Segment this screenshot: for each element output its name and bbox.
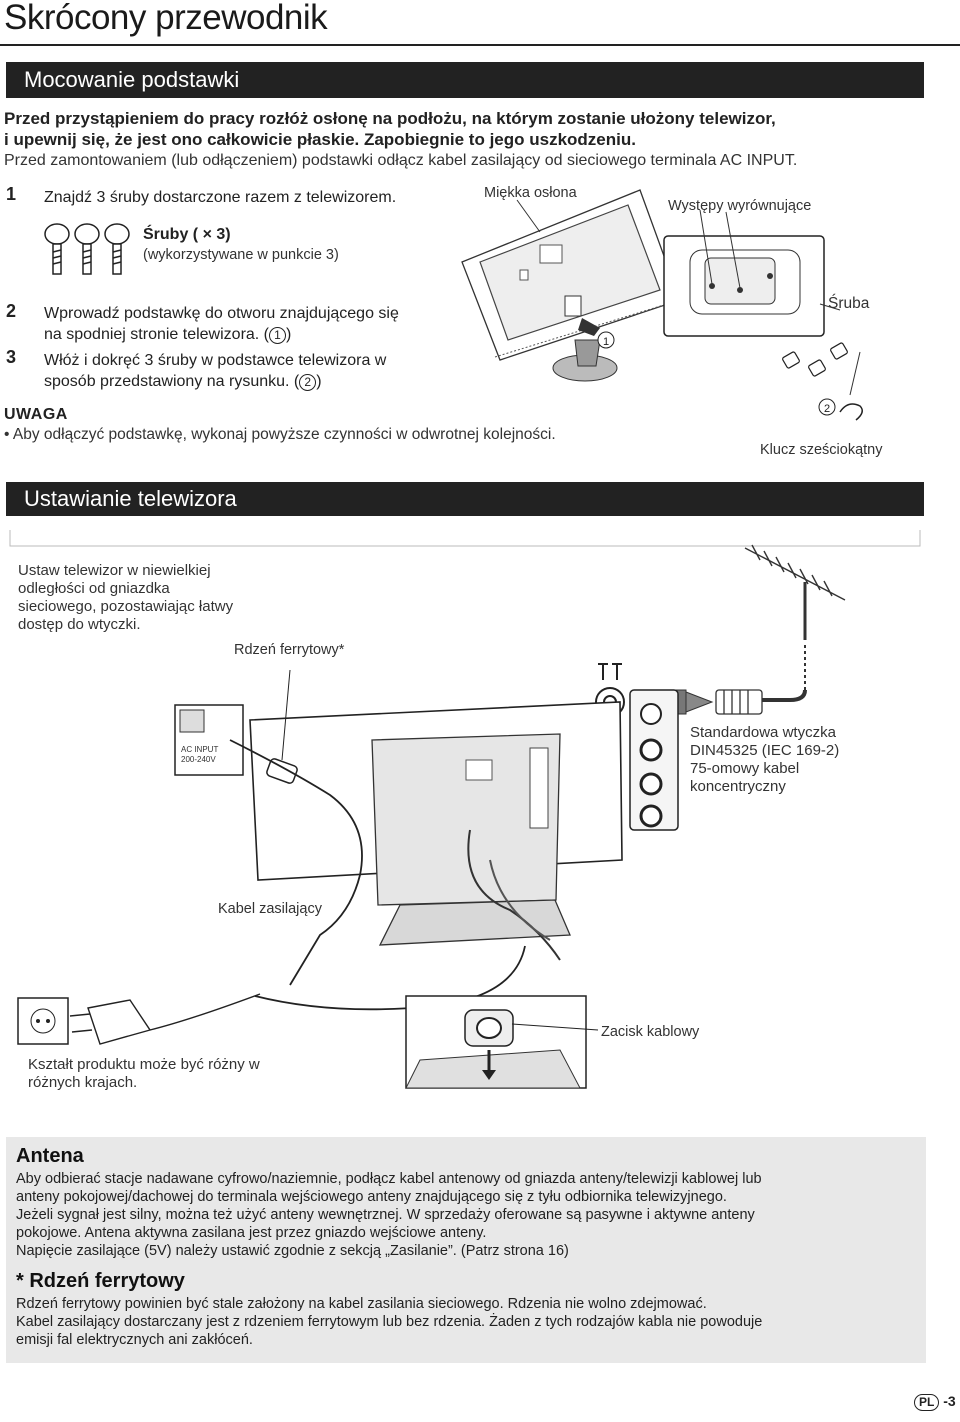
cable-clamp-zoom: [405, 995, 587, 1089]
callout-2-ref: 2: [299, 374, 317, 391]
screws-title: Śruby ( × 3): [143, 226, 231, 243]
note-text: • Aby odłączyć podstawkę, wykonaj powyżs…: [4, 426, 556, 443]
step-3-line-1: Włóż i dokręć 3 śruby w podstawce telewi…: [44, 352, 387, 369]
wall-socket-icon: [17, 997, 69, 1045]
callout-1: [597, 331, 615, 349]
label-hex-key: Klucz sześciokątny: [760, 442, 883, 458]
antenna-line-1: Aby odbierać stacje nadawane cyfrowo/naz…: [16, 1171, 762, 1187]
callout-1-text: 1: [603, 336, 609, 348]
section-heading-mount: Mocowanie podstawki: [6, 62, 924, 98]
section-heading-setup: Ustawianie telewizora: [6, 482, 924, 516]
step-3-number: 3: [6, 347, 17, 367]
note-heading: UWAGA: [4, 406, 68, 423]
antenna-icon: [744, 544, 846, 702]
screw-icon: [44, 223, 70, 275]
ferrite-line-2: Kabel zasilający dostarczany jest z rdze…: [16, 1314, 763, 1330]
antenna-heading: Antena: [16, 1145, 84, 1167]
placement-line-1: Ustaw telewizor w niewielkiej: [18, 562, 211, 579]
intro-bold-line-1: Przed przystąpieniem do pracy rozłóż osł…: [4, 109, 776, 128]
label-coax-plug-line-3: 75-omowy kabel: [690, 760, 800, 777]
antenna-symbol-icon: [595, 663, 625, 717]
antenna-line-4: pokojowe. Antena aktywna zasilana jest p…: [16, 1225, 487, 1241]
placement-line-4: dostęp do wtyczki.: [18, 616, 141, 633]
page-number-text: -3: [943, 1393, 956, 1409]
tv-back: [249, 701, 623, 881]
ac-input-label: AC INPUT: [181, 745, 218, 754]
callout-2-text: 2: [824, 403, 830, 415]
step-2-line-2-text: na spodniej stronie telewizora. (: [44, 326, 270, 343]
screw-icon: [104, 223, 130, 275]
language-badge: PL: [914, 1394, 940, 1411]
label-screw: Śruba: [828, 295, 870, 312]
screws-note: (wykorzystywane w punkcie 3): [143, 247, 339, 263]
label-power-cable: Kabel zasilający: [218, 901, 322, 917]
step-3-line-2: sposób przedstawiony na rysunku. (2): [44, 373, 322, 391]
placement-text: Ustaw telewizor w niewielkiej odległości…: [18, 562, 233, 634]
label-product-shape-line-2: różnych krajach.: [28, 1074, 138, 1091]
step-2-line-1: Wprowadź podstawkę do otworu znajdująceg…: [44, 305, 399, 322]
setup-frame: [9, 530, 921, 547]
step-1-text: Znajdź 3 śruby dostarczone razem z telew…: [44, 189, 397, 206]
ferrite-line-3: emisji fal elektrycznych ani zakłóceń.: [16, 1332, 253, 1348]
page-title: Skrócony przewodnik: [4, 0, 328, 37]
intro-bold: Przed przystąpieniem do pracy rozłóż osł…: [4, 108, 904, 150]
antenna-text: Aby odbierać stacje nadawane cyfrowo/naz…: [16, 1170, 916, 1260]
intro-bold-line-2: i upewnij się, że jest ono całkowicie pł…: [4, 130, 636, 149]
placement-line-2: odległości od gniazdka: [18, 580, 170, 597]
step-1-number: 1: [6, 184, 17, 204]
step-3-line-2-text: sposób przedstawiony na rysunku. (: [44, 373, 300, 390]
step-3-text: Włóż i dokręć 3 śruby w podstawce telewi…: [44, 350, 386, 392]
label-cable-clamp: Zacisk kablowy: [601, 1024, 700, 1040]
placement-line-3: sieciowego, pozostawiając łatwy: [18, 598, 234, 615]
ferrite-heading: * Rdzeń ferrytowy: [16, 1270, 185, 1292]
screw-icon: [74, 223, 100, 275]
antenna-line-5: Napięcie zasilające (5V) należy ustawić …: [16, 1243, 569, 1259]
step-2-line-2: na spodniej stronie telewizora. (1): [44, 326, 292, 344]
ferrite-core-icon: [266, 758, 298, 784]
label-ferrite-core: Rdzeń ferrytowy*: [234, 642, 345, 658]
label-coax-plug-line-1: Standardowa wtyczka: [690, 724, 836, 741]
step-2-text: Wprowadź podstawkę do otworu znajdująceg…: [44, 303, 399, 345]
label-soft-cover: Miękka osłona: [484, 185, 577, 201]
step-2-number: 2: [6, 301, 17, 321]
ac-input-voltage: 200-240V: [181, 755, 216, 764]
antenna-line-2: anteny pokojowej/dachowej do terminala w…: [16, 1189, 727, 1205]
coax-plug-icon: [715, 689, 763, 715]
label-product-shape: Kształt produktu może być różny w różnyc…: [28, 1056, 260, 1092]
intro-text: Przed zamontowaniem (lub odłączeniem) po…: [4, 152, 798, 169]
power-plug-icon: [69, 993, 261, 1045]
antenna-line-3: Jeżeli sygnał jest silny, można też użyć…: [16, 1207, 755, 1223]
callout-2: [818, 398, 836, 416]
ferrite-line-1: Rdzeń ferrytowy powinien być stale założ…: [16, 1296, 707, 1312]
label-alignment-tabs: Występy wyrównujące: [668, 198, 812, 214]
label-product-shape-line-1: Kształt produktu może być różny w: [28, 1056, 260, 1073]
info-box: Antena Aby odbierać stacje nadawane cyfr…: [6, 1137, 926, 1363]
label-coax-plug: Standardowa wtyczka DIN45325 (IEC 169-2)…: [690, 724, 839, 796]
title-rule: [0, 44, 960, 46]
label-coax-plug-line-4: koncentryczny: [690, 778, 786, 795]
callout-1-ref: 1: [269, 327, 287, 344]
page-number: PL -3: [914, 1393, 956, 1411]
ferrite-text: Rdzeń ferrytowy powinien być stale założ…: [16, 1295, 916, 1349]
label-coax-plug-line-2: DIN45325 (IEC 169-2): [690, 742, 840, 759]
